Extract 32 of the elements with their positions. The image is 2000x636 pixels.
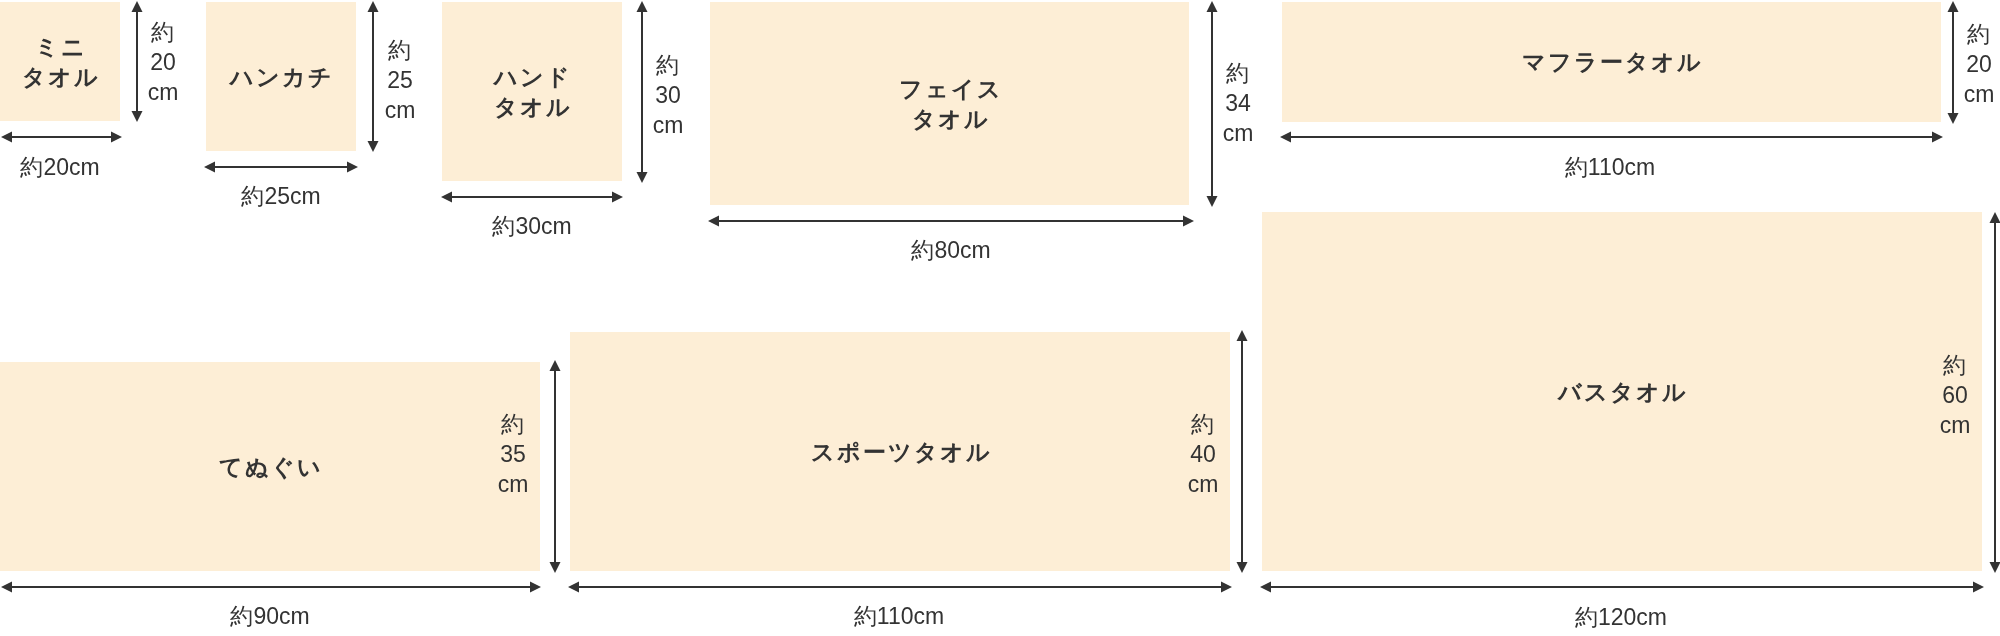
towel-rectangle	[0, 2, 120, 121]
towel-name: ハンカチ	[228, 62, 334, 92]
dimension-label: 約110cm	[1564, 153, 1656, 182]
towel-name: スポーツタオル	[809, 437, 992, 467]
dimension-label: 約40cm	[1187, 410, 1219, 499]
dimension-label: 約110cm	[853, 602, 945, 631]
towel-rectangle	[206, 2, 356, 151]
towel-rectangle	[1262, 212, 1982, 571]
towel-rectangle	[1282, 2, 1941, 122]
dimension-label: 約90cm	[230, 602, 310, 631]
towel-rectangle	[0, 362, 540, 571]
dimension-label: 約60cm	[1939, 351, 1971, 440]
dimension-label: 約20cm	[1963, 20, 1995, 109]
towel-name: マフラータオル	[1521, 48, 1703, 77]
towel-name: ハンドタオル	[492, 62, 572, 122]
dimension-label: 約34cm	[1222, 59, 1254, 148]
towel-rectangle	[710, 2, 1189, 205]
towel-rectangle	[570, 332, 1230, 571]
dimension-label: 約120cm	[1575, 603, 1667, 632]
towel-rectangle	[442, 2, 622, 181]
towel-name: てぬぐい	[218, 452, 323, 482]
dimension-label: 約30cm	[492, 212, 572, 241]
dimension-label: 約35cm	[497, 410, 529, 499]
dimension-label: 約25cm	[241, 182, 321, 211]
dimension-label: 約80cm	[911, 236, 991, 265]
dimension-label: 約20cm	[20, 153, 100, 182]
dimension-label: 約25cm	[384, 36, 416, 125]
towel-name: バスタオル	[1556, 377, 1688, 407]
towel-name: フェイスタオル	[897, 74, 1003, 134]
dimension-label: 約30cm	[652, 51, 684, 140]
dimension-label: 約20cm	[147, 18, 179, 107]
towel-name: ミニタオル	[21, 32, 100, 92]
